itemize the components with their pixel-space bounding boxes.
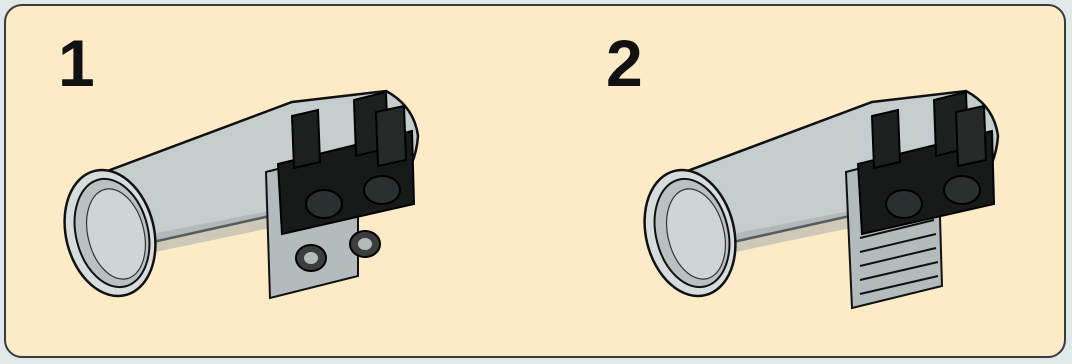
black-hinge-fin-3 <box>956 106 986 166</box>
black-hinge-fin-1 <box>292 110 320 168</box>
black-hinge-fin-1 <box>872 110 900 168</box>
black-stud-1 <box>306 190 342 218</box>
step-1-illustration <box>56 76 436 336</box>
black-hinge-fin-3 <box>376 106 406 166</box>
black-stud-2 <box>364 176 400 204</box>
instruction-panel: 1 2 <box>4 4 1066 358</box>
plate-stud-1-center <box>304 252 318 264</box>
step-2-illustration <box>636 76 1016 336</box>
plate-stud-2-center <box>358 238 372 250</box>
black-stud-1 <box>886 190 922 218</box>
black-stud-2 <box>944 176 980 204</box>
